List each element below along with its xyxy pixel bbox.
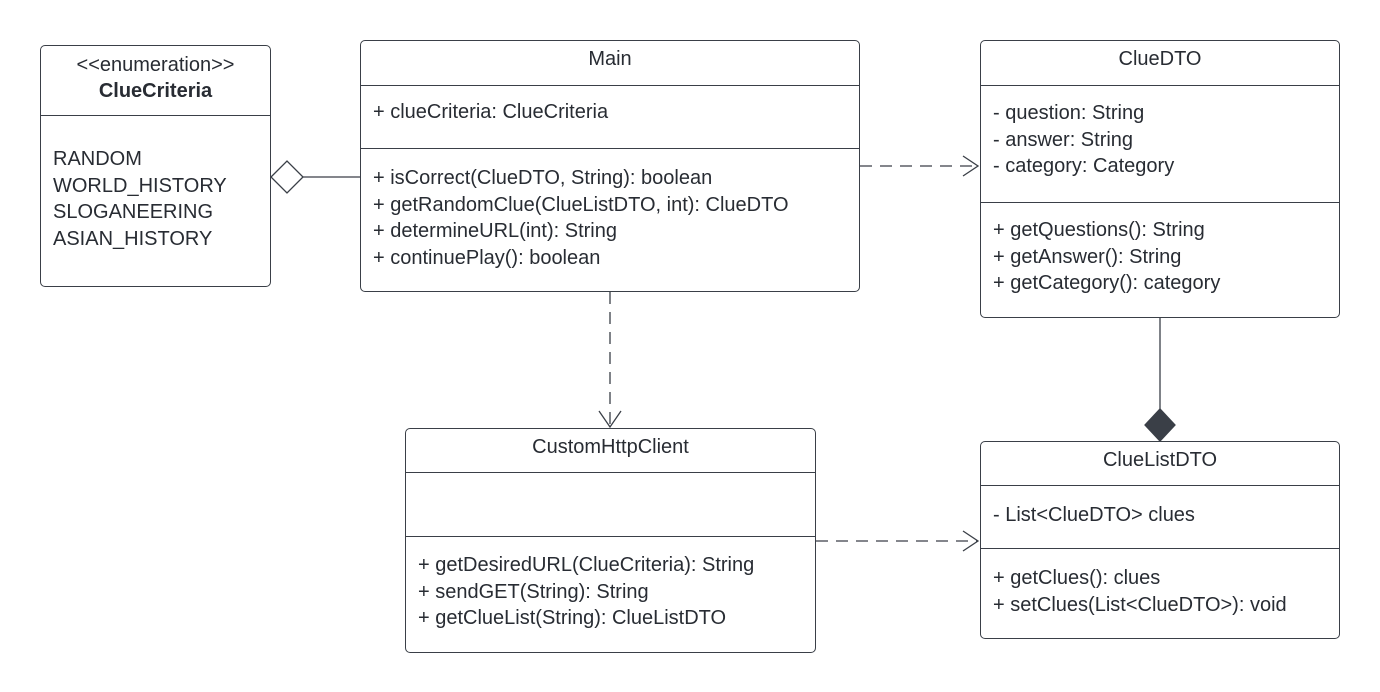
class-name: ClueListDTO	[1102, 449, 1218, 471]
attribute: - question: String	[993, 102, 1145, 124]
class-header: Main	[361, 41, 859, 85]
class-name: ClueDTO	[1118, 48, 1202, 70]
method: + getClues(): clues	[993, 567, 1161, 589]
method: + getCategory(): category	[993, 272, 1221, 294]
methods-section: + isCorrect(ClueDTO, String): boolean + …	[361, 148, 859, 271]
enum-value: WORLD_HISTORY	[53, 174, 227, 197]
method: + determineURL(int): String	[373, 220, 617, 242]
composition-diamond	[1144, 408, 1176, 442]
methods-section: + getQuestions(): String + getAnswer(): …	[981, 202, 1339, 297]
stereotype-label: <<enumeration>>	[76, 54, 235, 76]
class-cluecriteria[interactable]: <<enumeration>> ClueCriteria RANDOM WORL…	[40, 45, 271, 287]
enum-value: RANDOM	[53, 148, 142, 170]
attributes-section: - List<ClueDTO> clues	[981, 485, 1339, 548]
class-header: <<enumeration>> ClueCriteria	[41, 46, 270, 115]
method: + isCorrect(ClueDTO, String): boolean	[373, 167, 713, 189]
class-name: Main	[588, 48, 632, 70]
dependency-main-cluedto-arrowhead	[962, 155, 980, 177]
dependency-httpclient-cluelist-arrowhead	[962, 530, 980, 552]
method: + getAnswer(): String	[993, 245, 1182, 268]
class-cluedto[interactable]: ClueDTO - question: String - answer: Str…	[980, 40, 1340, 318]
attribute: - answer: String	[993, 128, 1134, 151]
method: + getDesiredURL(ClueCriteria): String	[418, 554, 755, 576]
class-name: ClueCriteria	[98, 80, 213, 102]
enum-value: ASIAN_HISTORY	[53, 227, 213, 250]
attribute: + clueCriteria: ClueCriteria	[373, 101, 609, 123]
attribute: - List<ClueDTO> clues	[993, 504, 1195, 526]
attributes-section: + clueCriteria: ClueCriteria	[361, 85, 859, 148]
method: + getClueList(String): ClueListDTO	[418, 607, 727, 629]
method: + sendGET(String): String	[418, 580, 649, 603]
enum-value: SLOGANEERING	[53, 201, 214, 223]
method: + setClues(List<ClueDTO>): void	[993, 593, 1287, 616]
attributes-section: - question: String - answer: String - ca…	[981, 85, 1339, 202]
class-customhttpclient[interactable]: CustomHttpClient + getDesiredURL(ClueCri…	[405, 428, 816, 653]
methods-section: + getClues(): clues + setClues(List<Clue…	[981, 548, 1339, 618]
class-header: CustomHttpClient	[406, 429, 815, 472]
class-header: ClueDTO	[981, 41, 1339, 85]
attribute: - category: Category	[993, 155, 1175, 177]
methods-section: + getDesiredURL(ClueCriteria): String + …	[406, 536, 815, 632]
class-cluelistdto[interactable]: ClueListDTO - List<ClueDTO> clues + getC…	[980, 441, 1340, 639]
method: + getRandomClue(ClueListDTO, int): ClueD…	[373, 193, 789, 216]
method: + continuePlay(): boolean	[373, 246, 601, 269]
attributes-section	[406, 472, 815, 536]
class-main[interactable]: Main + clueCriteria: ClueCriteria + isCo…	[360, 40, 860, 292]
method: + getQuestions(): String	[993, 219, 1205, 241]
enum-values-section: RANDOM WORLD_HISTORY SLOGANEERING ASIAN_…	[41, 115, 270, 252]
class-header: ClueListDTO	[981, 442, 1339, 485]
dependency-main-httpclient-arrowhead	[598, 410, 622, 429]
aggregation-diamond	[270, 160, 304, 194]
class-name: CustomHttpClient	[532, 436, 689, 458]
